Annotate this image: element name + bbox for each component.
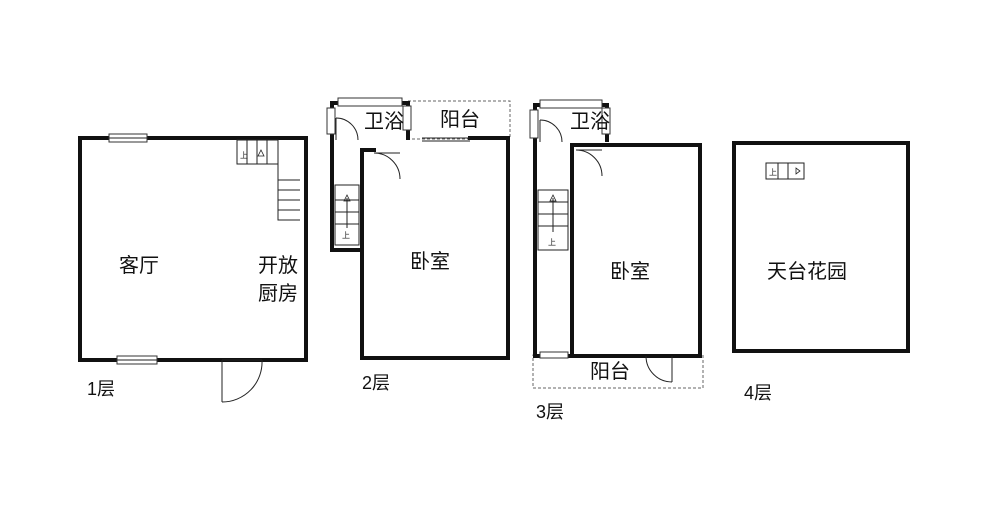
room-label-kitchen-line1: 开放 — [258, 254, 298, 277]
window — [402, 105, 412, 131]
window — [539, 351, 569, 359]
window — [601, 107, 611, 135]
room-label-bedroom: 卧室 — [410, 250, 450, 273]
stair-up-marker: 上 — [548, 238, 556, 247]
stair-up-marker: 上 — [769, 168, 777, 177]
window — [337, 97, 403, 107]
room-label-bedroom: 卧室 — [610, 260, 650, 283]
staircase: 上 — [236, 139, 300, 221]
window — [539, 99, 603, 109]
floor-2-plan: 上 卫浴 阳台 卧室 2层 — [326, 97, 511, 393]
floor-label-1: 1层 — [87, 379, 115, 399]
floor-label-4: 4层 — [744, 383, 772, 403]
floor-4-plan: 上 天台花园 4层 — [732, 141, 910, 403]
floor-3-plan: 上 卫浴 卧室 阳台 3层 — [529, 99, 704, 422]
room-label-garden: 天台花园 — [767, 260, 847, 283]
window — [529, 109, 539, 139]
staircase: 上 — [765, 162, 805, 180]
stair-up-marker: 上 — [342, 231, 350, 240]
room-label-bath: 卫浴 — [364, 110, 404, 133]
room-label-balcony: 阳台 — [440, 108, 480, 131]
window — [326, 107, 336, 135]
floor-label-3: 3层 — [536, 402, 564, 422]
room-label-kitchen-line2: 厨房 — [258, 282, 298, 305]
floor-1-plan: 上 客厅 开放 厨房 1层 — [78, 133, 308, 403]
stair-up-marker: 上 — [240, 151, 248, 160]
floor-1-outline — [78, 136, 308, 362]
floor-label-2: 2层 — [362, 373, 390, 393]
room-label-balcony: 阳台 — [590, 360, 630, 383]
staircase: 上 — [537, 189, 569, 251]
room-label-bath: 卫浴 — [570, 110, 610, 133]
entry-door — [221, 359, 263, 403]
staircase: 上 — [334, 184, 360, 246]
floor-4-outline — [732, 141, 910, 353]
room-label-living: 客厅 — [119, 254, 159, 277]
